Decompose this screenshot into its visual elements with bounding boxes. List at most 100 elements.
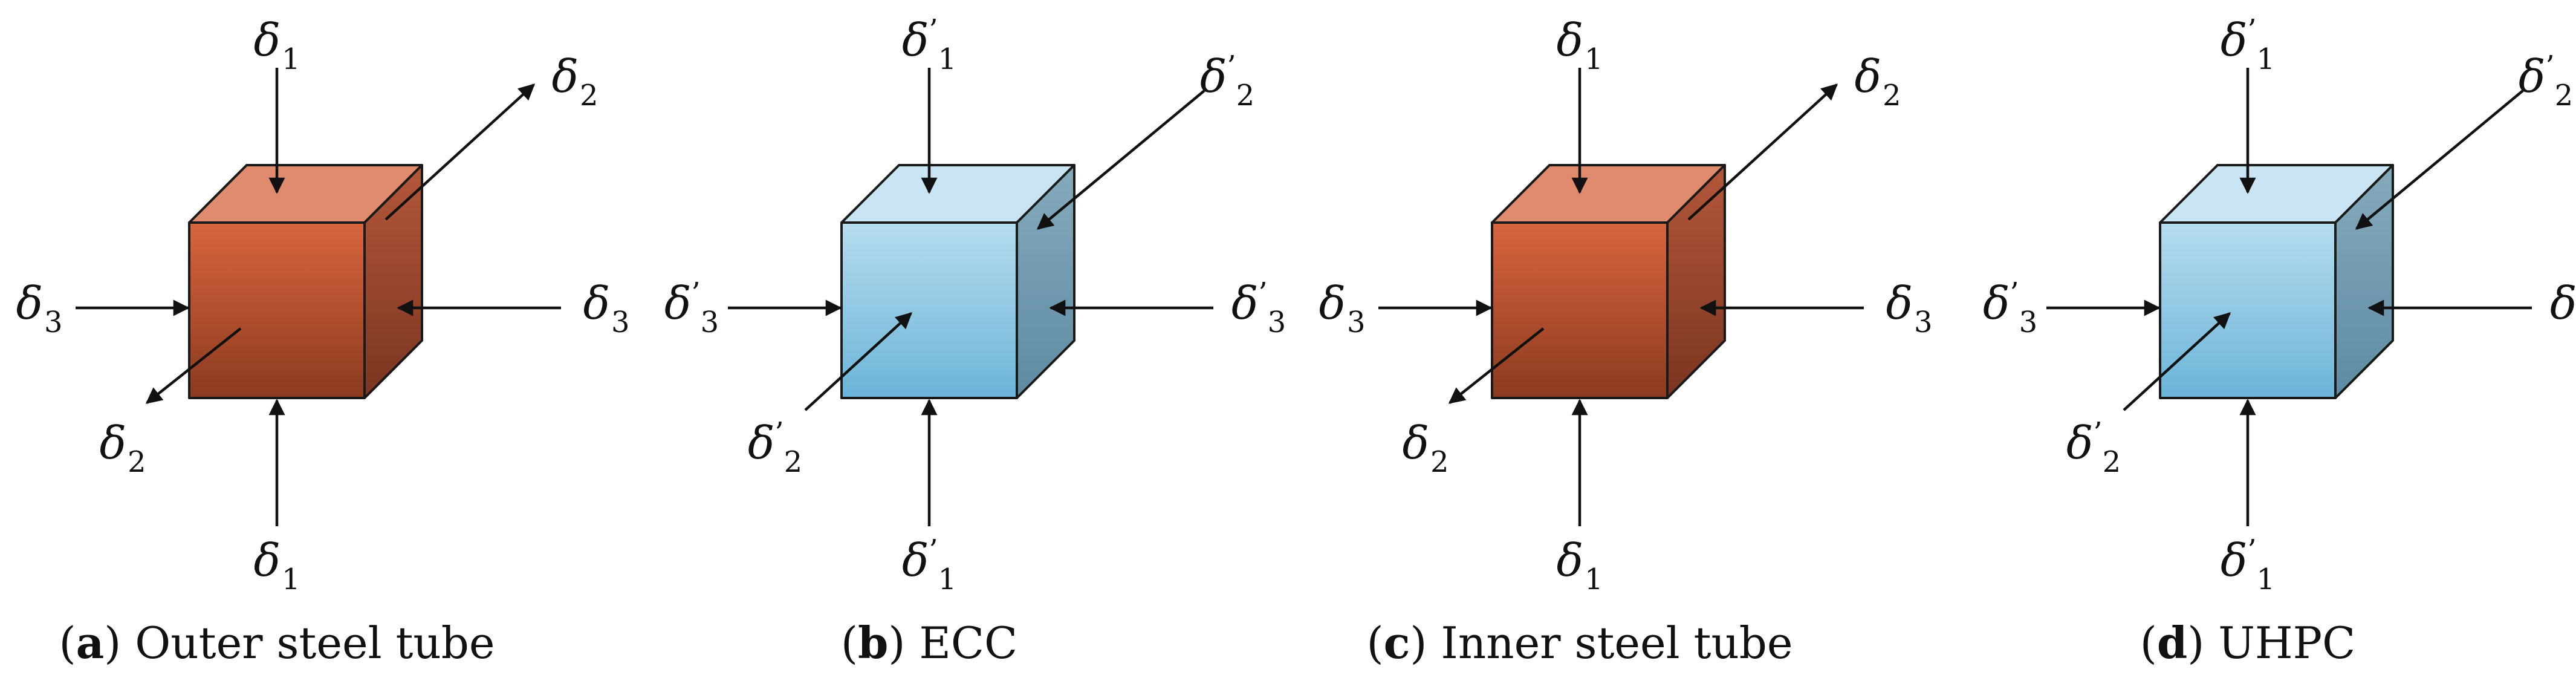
label-diag-lower-index: 2 xyxy=(2103,445,2121,479)
label-right: δ3 xyxy=(583,278,629,339)
label-left-prime: ’ xyxy=(691,276,700,310)
label-bottom-index: 1 xyxy=(2257,563,2276,596)
cube-front-face xyxy=(840,221,1018,399)
label-right: δ’3 xyxy=(1231,276,1286,339)
label-bottom: δ’1 xyxy=(902,533,956,596)
label-top-index: 1 xyxy=(938,42,957,76)
label-diag-upper: δ’2 xyxy=(1200,50,1254,113)
label-left-index: 3 xyxy=(1347,305,1366,339)
caption-d: (d) UHPC xyxy=(2140,617,2355,668)
label-diag-upper-index: 2 xyxy=(2555,79,2574,113)
caption-a: (a) Outer steel tube xyxy=(59,617,495,668)
label-diag-lower: δ2 xyxy=(99,417,146,479)
label-left-symbol: δ xyxy=(664,278,692,330)
label-right-index: 3 xyxy=(1268,305,1286,339)
caption-open-paren: ( xyxy=(59,618,76,668)
label-diag-upper: δ2 xyxy=(551,51,598,113)
label-diag-lower: δ’2 xyxy=(748,416,802,479)
arrow-diag-upper xyxy=(2355,90,2524,230)
label-top: δ1 xyxy=(253,15,300,76)
label-bottom-symbol: δ xyxy=(1556,535,1583,587)
label-right-symbol: δ xyxy=(583,278,610,330)
label-right: δ’3 xyxy=(2550,276,2576,339)
label-top-symbol: δ xyxy=(253,15,281,67)
label-left-index: 3 xyxy=(44,305,63,339)
label-top-index: 1 xyxy=(1585,42,1603,76)
label-bottom: δ’1 xyxy=(2221,533,2275,596)
label-diag-lower-index: 2 xyxy=(128,445,146,479)
label-diag-upper-index: 2 xyxy=(1883,79,1901,113)
caption-open-paren: ( xyxy=(841,618,858,668)
caption-close-paren: ) xyxy=(1410,618,1441,668)
label-diag-lower-index: 2 xyxy=(784,445,803,479)
label-diag-upper-symbol: δ xyxy=(1854,51,1881,103)
label-diag-lower-symbol: δ xyxy=(1402,417,1429,469)
label-left: δ’3 xyxy=(664,276,719,339)
label-diag-upper-index: 2 xyxy=(580,79,599,113)
label-top: δ1 xyxy=(1556,15,1603,76)
cube-front-face xyxy=(1491,221,1669,399)
arrow-diag-lower xyxy=(1448,327,1545,404)
caption-text: ECC xyxy=(919,618,1017,668)
caption-letter: d xyxy=(2157,617,2187,668)
caption-open-paren: ( xyxy=(2140,618,2157,668)
label-right-symbol: δ xyxy=(2550,278,2576,330)
label-top: δ’1 xyxy=(902,13,956,76)
caption-text: Outer steel tube xyxy=(135,618,495,668)
label-diag-upper: δ2 xyxy=(1854,51,1901,113)
cube-d xyxy=(2159,164,2394,399)
caption-b: (b) ECC xyxy=(841,617,1017,668)
caption-text: Inner steel tube xyxy=(1441,618,1792,668)
label-bottom-symbol: δ xyxy=(902,535,929,587)
arrow-diag-lower xyxy=(804,312,912,411)
label-diag-upper-index: 2 xyxy=(1236,79,1255,113)
caption-close-paren: ) xyxy=(104,618,135,668)
label-left-symbol: δ xyxy=(1319,278,1346,330)
label-diag-lower: δ’2 xyxy=(2066,416,2121,479)
cube-front-face xyxy=(188,221,366,399)
label-diag-upper-symbol: δ xyxy=(2519,51,2546,103)
label-bottom-index: 1 xyxy=(282,563,300,596)
label-top-index: 1 xyxy=(282,42,300,76)
caption-close-paren: ) xyxy=(2187,618,2218,668)
arrow-diag-upper xyxy=(384,83,535,221)
cube-b xyxy=(840,164,1075,399)
label-top-symbol: δ xyxy=(2221,15,2248,67)
caption-text: UHPC xyxy=(2218,618,2355,668)
label-top-symbol: δ xyxy=(1556,15,1583,67)
label-diag-lower-prime: ’ xyxy=(774,416,784,450)
label-right-prime: ’ xyxy=(1258,276,1267,310)
label-left-index: 3 xyxy=(2019,305,2038,339)
label-top-prime: ’ xyxy=(929,13,938,47)
caption-close-paren: ) xyxy=(888,618,919,668)
label-diag-lower-index: 2 xyxy=(1430,445,1449,479)
arrow-diag-lower xyxy=(2123,312,2231,411)
label-bottom: δ1 xyxy=(1556,535,1603,596)
caption-c: (c) Inner steel tube xyxy=(1366,617,1792,668)
arrow-diag-lower xyxy=(145,327,242,404)
label-diag-lower-symbol: δ xyxy=(748,417,775,469)
label-left-prime: ’ xyxy=(2010,276,2019,310)
arrow-diag-upper xyxy=(1687,83,1838,221)
label-left: δ’3 xyxy=(1983,276,2037,339)
label-bottom-prime: ’ xyxy=(2247,533,2256,567)
caption-letter: c xyxy=(1384,617,1410,668)
label-right-index: 3 xyxy=(1914,305,1933,339)
label-bottom: δ1 xyxy=(253,535,300,596)
caption-letter: b xyxy=(858,617,888,668)
label-left-symbol: δ xyxy=(1983,278,2010,330)
label-top-index: 1 xyxy=(2257,42,2276,76)
label-diag-lower-prime: ’ xyxy=(2093,416,2102,450)
label-left: δ3 xyxy=(1319,278,1365,339)
label-left-index: 3 xyxy=(701,305,719,339)
caption-letter: a xyxy=(76,617,105,668)
label-bottom-prime: ’ xyxy=(929,533,938,567)
label-diag-upper: δ’2 xyxy=(2519,50,2573,113)
label-left: δ3 xyxy=(16,278,62,339)
label-diag-upper-symbol: δ xyxy=(1200,51,1227,103)
label-diag-upper-prime: ’ xyxy=(2545,50,2554,83)
